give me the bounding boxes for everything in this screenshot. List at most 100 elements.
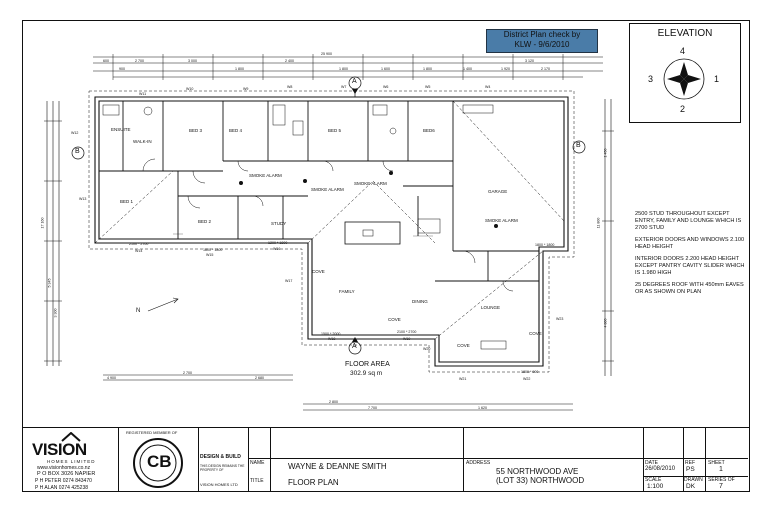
note-4: 25 DEGREES ROOF WITH 450mm EAVES OR AS S…: [635, 282, 744, 295]
scale-value: 1:100: [647, 483, 664, 490]
window-w16: W16: [273, 247, 281, 251]
dim-4: 1 800: [235, 67, 244, 71]
window-w20: W20: [423, 347, 431, 351]
dim-window-d: 1500 * 2000: [321, 332, 341, 336]
design-note: THIS DESIGN REMAINS THE PROPERTY OF: [200, 464, 245, 472]
dim-window-g: 1800 * 1800: [535, 243, 555, 247]
cb-logo: CB: [147, 452, 172, 471]
po-box: P O BOX 3026 NAPIER: [37, 471, 96, 477]
note-2: EXTERIOR DOORS AND WINDOWS 2.100 HEAD HE…: [635, 237, 745, 250]
dim-b1: 4 900: [107, 376, 116, 380]
design-build: DESIGN & BUILD: [200, 454, 241, 460]
section-mark-a-bottom: A: [352, 343, 357, 350]
smoke-alarm-2: SMOKE ALARM: [354, 181, 387, 186]
dim-v3: 5 345: [47, 278, 52, 288]
dim-3: 3 000: [188, 59, 197, 63]
title-value: FLOOR PLAN: [288, 478, 339, 487]
window-w15: W15: [206, 253, 214, 257]
dim-window-e: 2100 * 2700: [397, 330, 417, 334]
series-label: SERIES OF: [708, 477, 735, 483]
note-3: INTERIOR DOORS 2.200 HEAD HEIGHT EXCEPT …: [635, 256, 745, 276]
elevation-title: ELEVATION: [657, 28, 713, 39]
ref-drawn-cell: REF PS DRAWN DK: [683, 428, 706, 492]
dim-v5: 4 800: [603, 318, 608, 328]
compass-icon: [663, 58, 705, 100]
dim-1: 2 700: [135, 59, 144, 63]
dim-window-a: 2100 * 2700: [129, 242, 149, 246]
address-label: ADDRESS: [466, 460, 491, 466]
dim-v2: 11 800: [596, 217, 601, 229]
window-w13: W13: [79, 197, 87, 201]
dim-6: 2 170: [541, 67, 550, 71]
north-label: N: [136, 308, 141, 314]
room-study: STUDY: [271, 221, 287, 226]
window-w22: W22: [523, 377, 531, 381]
scale-label: SCALE: [645, 477, 662, 483]
dim-window-f: 1800 * 900: [521, 370, 539, 374]
ref-label: REF: [685, 460, 695, 466]
name-label: NAME: [250, 460, 265, 466]
room-family: FAMILY: [339, 289, 355, 294]
company-cell: VISION HOMES LIMITED www.visionhomes.co.…: [23, 428, 119, 492]
sheet-cell: SHEET 1 SERIES OF 7: [705, 428, 748, 492]
room-bed2: BED 2: [198, 219, 212, 224]
floor-area-label: FLOOR AREA: [345, 361, 390, 368]
window-w7: W7: [341, 85, 347, 89]
dim-7: 1 800: [339, 67, 348, 71]
dim-v1: 17 160: [40, 217, 45, 229]
elevation-2: 2: [680, 104, 686, 114]
drawing-sheet: District Plan check by KLW - 9/6/2010 EL…: [22, 20, 750, 492]
title-block: VISION HOMES LIMITED www.visionhomes.co.…: [23, 427, 749, 492]
window-w19: W19: [403, 337, 411, 341]
series-value: 7: [719, 483, 723, 490]
room-garage: GARAGE: [488, 189, 508, 194]
window-w11: W11: [139, 92, 147, 96]
window-w23: W23: [556, 317, 564, 321]
elevation-key: ELEVATION 4 3 1 2: [629, 23, 741, 123]
section-mark-a-top: A: [352, 78, 357, 85]
sheet-label: SHEET: [708, 460, 725, 466]
smoke-alarm-1: SMOKE ALARM: [249, 173, 282, 178]
dim-5: 3 120: [525, 59, 534, 63]
smoke-alarm-4: SMOKE ALARM: [311, 187, 344, 192]
floor-plan-drawing: [44, 54, 614, 411]
district-plan-stamp: District Plan check by KLW - 9/6/2010: [486, 29, 598, 53]
dim-11: 1 920: [501, 67, 510, 71]
address-line-1: 55 NORTHWOOD AVE: [496, 467, 579, 476]
window-w10: W10: [186, 87, 194, 91]
room-bed1: BED 1: [120, 199, 134, 204]
name-title-cell: NAME WAYNE & DEANNE SMITH TITLE FLOOR PL…: [248, 428, 464, 492]
design-build-cell: DESIGN & BUILD THIS DESIGN REMAINS THE P…: [198, 428, 249, 492]
dim-b2: 2 700: [183, 371, 192, 375]
stamp-line-2: KLW - 9/6/2010: [514, 40, 570, 49]
date-scale-cell: DATE 26/08/2010 SCALE 1:100: [643, 428, 684, 492]
floor-area-value: 302.9 sq m: [350, 370, 383, 377]
window-w5: W5: [425, 85, 431, 89]
window-w9: W9: [243, 87, 249, 91]
registered-cell: REGISTERED MEMBER OF CB: [118, 428, 199, 492]
drawn-label: DRAWN: [684, 477, 703, 483]
address-cell: ADDRESS 55 NORTHWOOD AVE (LOT 33) NORTHW…: [463, 428, 644, 492]
company-name: VISION HOMES LTD: [200, 482, 238, 487]
elevation-1: 1: [714, 74, 720, 84]
room-bed3: BED 3: [189, 128, 203, 133]
date-label: DATE: [645, 460, 658, 466]
dim-8: 1 600: [381, 67, 390, 71]
room-cove-4: COVE: [529, 331, 542, 336]
window-w18: W18: [328, 337, 336, 341]
section-mark-b-right: B: [576, 142, 581, 149]
room-lounge: LOUNGE: [481, 305, 501, 310]
window-w6: W6: [383, 85, 389, 89]
dim-overall: 25 900: [321, 52, 332, 56]
website: www.visionhomes.co.nz: [37, 465, 91, 471]
window-w8: W8: [287, 85, 293, 89]
dim-v4: 3 300: [53, 308, 58, 318]
dim-9: 1 800: [423, 67, 432, 71]
address-line-2: (LOT 33) NORTHWOOD: [496, 476, 585, 485]
dim-13: 900: [119, 67, 125, 71]
window-w12: W12: [71, 131, 79, 135]
drawn-value: DK: [686, 483, 696, 490]
room-cove-1: COVE: [312, 269, 325, 274]
sheet-value: 1: [719, 466, 723, 473]
room-cove-2: COVE: [388, 317, 401, 322]
